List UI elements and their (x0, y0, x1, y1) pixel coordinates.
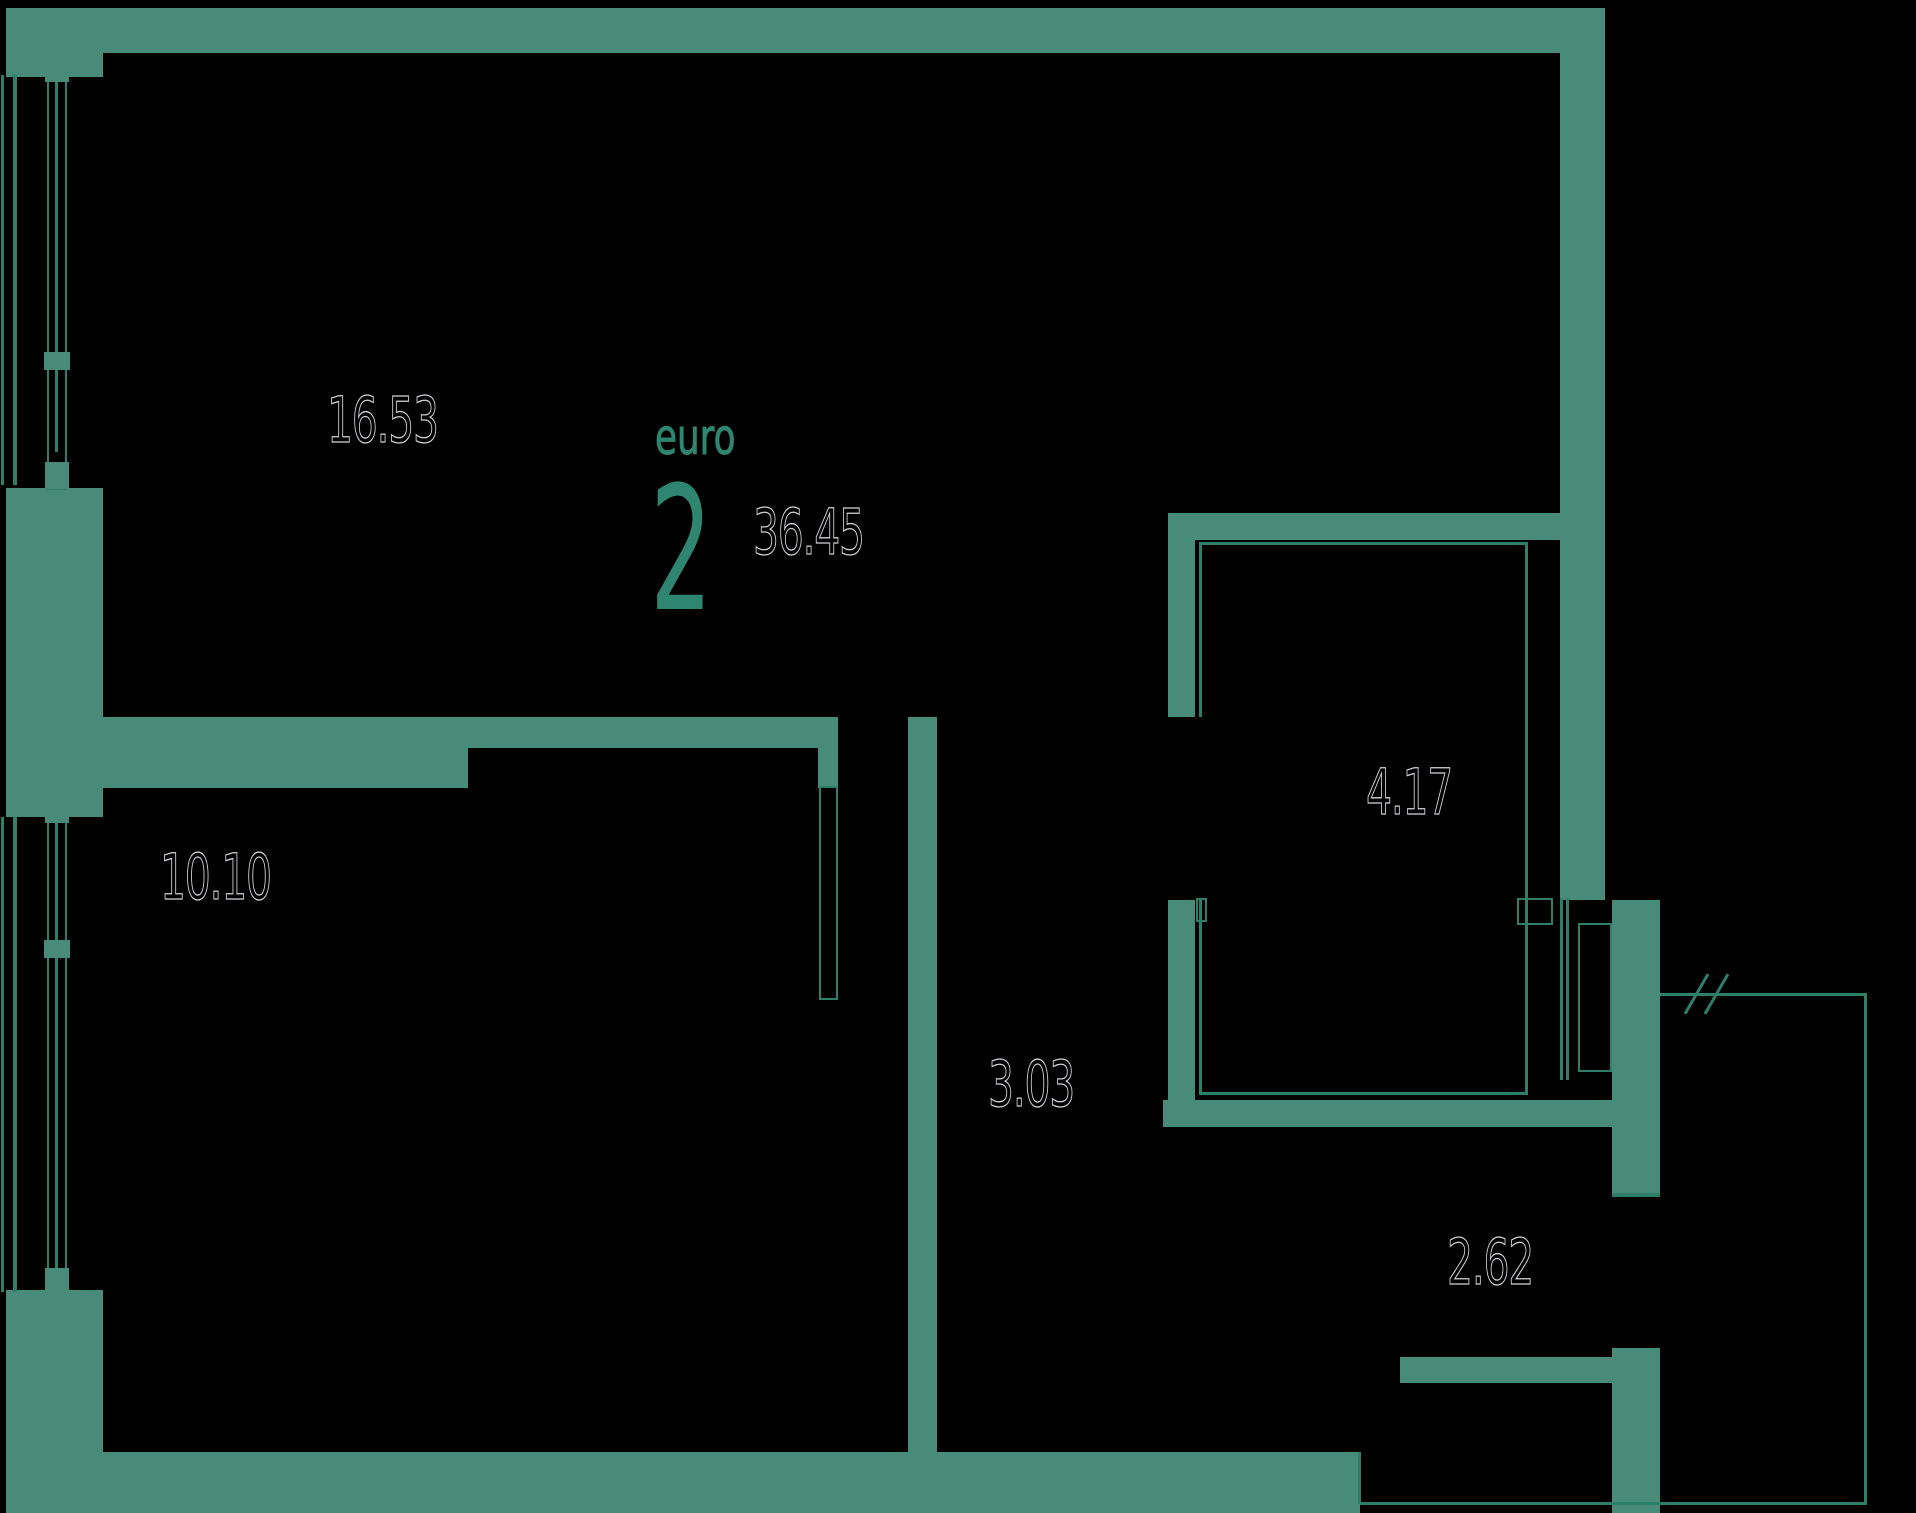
hallway-area-label: 3.03 (988, 1048, 1076, 1121)
wall-hallway-left (908, 717, 937, 1452)
wall-right-mid-cap-line (1612, 1193, 1660, 1197)
window-lower-outer-edge-line (1, 817, 4, 1292)
window-upper-block-top (45, 64, 69, 82)
wall-bathroom-bottom (1163, 1100, 1612, 1127)
bathroom-inner-bottom (1199, 1092, 1528, 1095)
window-upper-block-middle (44, 352, 70, 370)
plan-type-label: euro (655, 409, 736, 466)
living-room-area-label: 16.53 (327, 384, 440, 457)
wall-bathroom-left-upper (1168, 513, 1195, 717)
balcony-door-leaf (1578, 923, 1612, 1072)
wall-middle-slab (468, 717, 838, 748)
bathroom-area-label: 4.17 (1366, 756, 1454, 829)
wall-top-exterior (6, 8, 1605, 53)
window-upper-mullion (55, 82, 58, 452)
balcony-top-line (1660, 993, 1866, 996)
room-count-label: 2 (650, 449, 713, 650)
window-upper-sill-line (13, 75, 17, 485)
bathroom-inner-left-upper (1199, 542, 1202, 717)
bedroom-door-leaf (819, 786, 838, 1000)
wall-left-middle-pier (6, 488, 103, 817)
window-lower-block-top (45, 805, 69, 823)
shaft-face-line-b (1566, 898, 1569, 1080)
wall-middle-end-tab (818, 748, 838, 788)
wall-right-exterior-upper (1560, 8, 1605, 900)
wall-bathroom-left-lower (1168, 900, 1195, 1127)
wall-middle-thick (103, 717, 468, 788)
window-lower-sill-line (13, 817, 17, 1292)
window-lower-block-bottom (45, 1268, 69, 1294)
window-upper-outer-edge-line (1, 75, 4, 485)
storage-area-label: 2.62 (1447, 1226, 1535, 1299)
bedroom-area-label: 10.10 (160, 841, 273, 914)
window-lower-block-middle (44, 940, 70, 958)
bathroom-inner-right-lower (1525, 924, 1528, 1094)
bathroom-inner-top (1199, 542, 1528, 545)
wall-storage-bottom (1400, 1357, 1613, 1383)
bathroom-inner-right (1525, 542, 1528, 924)
window-upper-block-bottom (45, 462, 69, 489)
shaft-face-line-a (1560, 898, 1563, 1080)
wall-right-exterior-lower (1612, 1348, 1660, 1513)
duct-shaft-frame (1517, 898, 1553, 925)
window-lower-mullion (55, 823, 58, 1268)
wall-right-exterior-mid (1612, 900, 1660, 1195)
balcony-bottom-line (1360, 1502, 1867, 1505)
balcony-right-line (1864, 993, 1867, 1505)
bathroom-inner-left-lower (1199, 900, 1202, 1095)
storage-door-edge-line (1358, 1452, 1361, 1504)
wall-bathroom-top (1168, 513, 1605, 540)
total-area-label: 36.45 (753, 496, 866, 569)
wall-bottom-exterior (85, 1452, 1360, 1513)
